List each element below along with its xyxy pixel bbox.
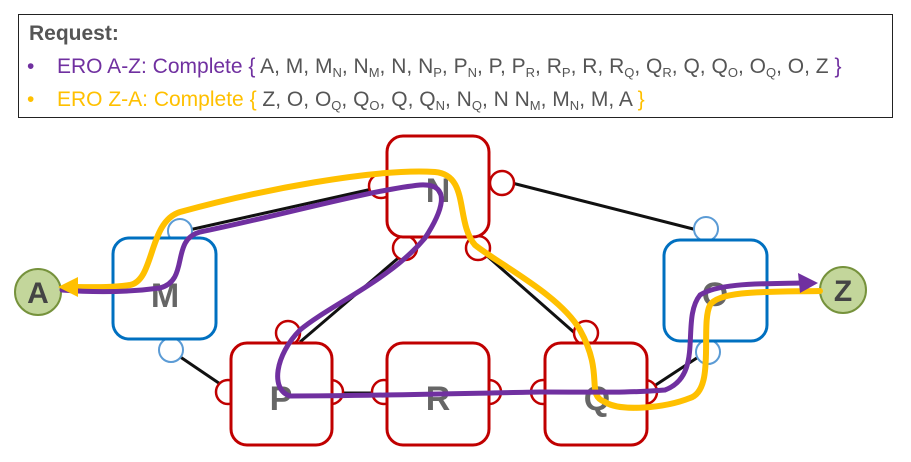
interface-m-bottom — [158, 337, 184, 363]
ero-hop: QR, — [646, 55, 684, 80]
ero-hop-subscript: O — [369, 98, 380, 113]
ero-hop: NQ, — [456, 88, 494, 113]
ero-hop: M, — [590, 88, 619, 111]
router-p-label: P — [270, 380, 293, 418]
ero-hop-subscript: Q — [624, 65, 635, 80]
ero-az-close-brace: } — [834, 55, 842, 78]
ero-hop: PR, — [511, 55, 547, 80]
ero-hop: M, — [285, 55, 315, 78]
arrowhead-z-a — [58, 277, 78, 297]
link-m-n — [179, 183, 391, 234]
ero-za-open-brace: { — [249, 88, 257, 111]
ero-hop-subscript: P — [561, 65, 571, 80]
ero-hop: QN, — [419, 88, 457, 113]
endpoint-z-label: Z — [834, 275, 852, 308]
ero-hop: NM, — [353, 55, 392, 80]
ero-hop-subscript: Q — [765, 65, 777, 80]
ero-hop-subscript: N — [435, 98, 445, 113]
ero-hop: Q, — [391, 88, 420, 111]
link-n-o — [511, 181, 706, 234]
router-m-label: M — [151, 277, 179, 315]
ero-hop-subscript: Q — [471, 98, 482, 113]
ero-hop: P, — [488, 55, 512, 78]
ero-hop: O, — [787, 55, 816, 78]
ero-hop: OQ, — [749, 55, 788, 80]
interface-o-top — [693, 216, 719, 242]
ero-hop: R, — [582, 55, 610, 78]
ero-az-hops: A, M, MN, NM, N, NP, PN, P, PR, RP, R, R… — [260, 55, 829, 80]
ero-za-hops: Z, O, OQ, QO, Q, QN, NQ, N NM, MN, M, A — [262, 88, 632, 113]
ero-za-close-brace: } — [637, 88, 645, 111]
ero-hop: A — [618, 88, 632, 111]
ero-hop: RQ, — [609, 55, 647, 80]
ero-hop: QO, — [353, 88, 392, 113]
endpoint-a-label: A — [27, 277, 49, 310]
ero-az-bullet: • — [27, 55, 35, 78]
ero-hop: OQ, — [314, 88, 354, 113]
ero-hop-subscript: N — [467, 65, 477, 80]
ero-hop-subscript: R — [662, 65, 672, 80]
ero-az-label: ERO A-Z: Complete — [57, 55, 243, 78]
ero-hop: A, — [260, 55, 286, 78]
ero-hop: NP, — [418, 55, 454, 80]
arrowhead-a-z — [798, 273, 818, 293]
ero-hop-subscript: M — [368, 65, 380, 80]
ero-hop: MN, — [552, 88, 591, 113]
ero-hop: Z — [815, 55, 829, 78]
ero-hop-subscript: M — [529, 98, 541, 113]
ero-hop: Z, — [262, 88, 287, 111]
ero-hop: N NM, — [493, 88, 553, 113]
ero-hop-subscript: O — [727, 65, 738, 80]
path-z-a — [72, 168, 823, 411]
ero-hop-subscript: N — [569, 98, 580, 113]
ero-hop: RP, — [546, 55, 583, 80]
ero-hop-subscript: R — [525, 65, 536, 80]
ero-za-bullet: • — [27, 88, 35, 111]
router-r-label: R — [426, 380, 451, 418]
ero-hop: PN, — [453, 55, 489, 80]
ero-az-line: •ERO A-Z: Complete { A, M, MN, NM, N, NP… — [27, 55, 841, 79]
request-box: Request: • ERO A-Z: Complete { A, M, MN, … — [18, 14, 893, 118]
ero-hop: Q, — [683, 55, 712, 78]
ero-za-line: •ERO Z-A: Complete { Z, O, OQ, QO, Q, QN… — [27, 88, 645, 112]
ero-hop-subscript: N — [332, 65, 342, 80]
ero-hop: QO, — [711, 55, 750, 80]
ero-hop: N, — [391, 55, 419, 78]
ero-za-label: ERO Z-A: Complete — [57, 88, 244, 111]
ero-hop: MN, — [314, 55, 354, 80]
ero-hop-subscript: Q — [331, 98, 342, 113]
link-n-q — [477, 246, 586, 344]
ero-hop-subscript: P — [433, 65, 442, 80]
ero-az-open-brace: { — [248, 55, 256, 78]
interface-n-right — [488, 169, 516, 197]
path-a-z — [59, 182, 803, 399]
ero-hop: O, — [286, 88, 315, 111]
request-title: Request: — [29, 22, 119, 45]
